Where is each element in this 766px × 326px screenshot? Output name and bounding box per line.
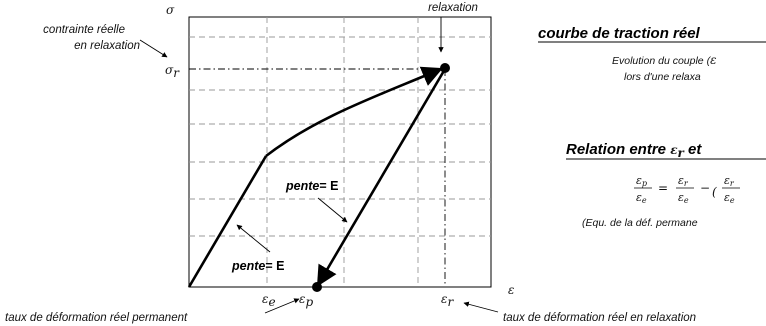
side-caption-1: Evolution du couple (ε: [612, 53, 717, 67]
plot-frame: [188, 16, 492, 288]
eps-e-label: εe: [262, 292, 276, 309]
slope-pointer-elastic: [236, 224, 271, 253]
eps-p-label: εp: [299, 292, 313, 309]
svg-text:=: =: [658, 181, 668, 195]
permanent-strain-pointer: [264, 298, 300, 314]
side-title: courbe de traction réel: [538, 25, 701, 42]
side-caption-2: lors d'une relaxa: [624, 71, 701, 83]
svg-text:−: −: [700, 181, 710, 195]
permanent-strain-label: taux de déformation réel permanent: [5, 312, 188, 324]
x-axis-symbol: ε: [508, 283, 514, 297]
plastic-curve: [265, 66, 443, 158]
svg-text:εe: εe: [678, 191, 689, 205]
slope-label-unloading: pente= E: [285, 179, 338, 193]
slope-pointer-unloading: [317, 197, 348, 223]
permanent-strain-point: [312, 282, 322, 292]
relaxation-label: relaxation: [428, 2, 478, 14]
sigma-r-label: σr: [165, 63, 180, 80]
svg-text:εp: εp: [636, 174, 647, 188]
svg-text:εe: εe: [724, 191, 735, 205]
equation-caption: (Equ. de la déf. permane: [582, 217, 698, 229]
constraint-label-line2: en relaxation: [74, 40, 140, 52]
relaxation-guides: [189, 68, 446, 287]
constraint-pointer: [139, 39, 168, 58]
svg-text:εr: εr: [724, 174, 735, 188]
relaxation-point: [440, 63, 450, 73]
relaxation-strain-pointer: [463, 301, 499, 313]
relaxation-strain-label: taux de déformation réel en relaxation: [503, 312, 696, 324]
slope-label-elastic: pente= E: [231, 259, 284, 273]
svg-text:εr: εr: [678, 174, 689, 188]
svg-text:εe: εe: [636, 191, 647, 205]
relation-equation: εp εe = εr εe − ( εr εe: [634, 174, 740, 205]
eps-r-label: εr: [441, 292, 454, 309]
constraint-label-line1: contrainte réelle: [43, 24, 125, 36]
relation-title: Relation entre εr et: [566, 141, 702, 160]
elastic-segment: [187, 155, 268, 288]
y-axis-symbol: σ: [166, 3, 175, 17]
svg-text:(: (: [712, 185, 717, 199]
unloading-line: [316, 68, 447, 287]
